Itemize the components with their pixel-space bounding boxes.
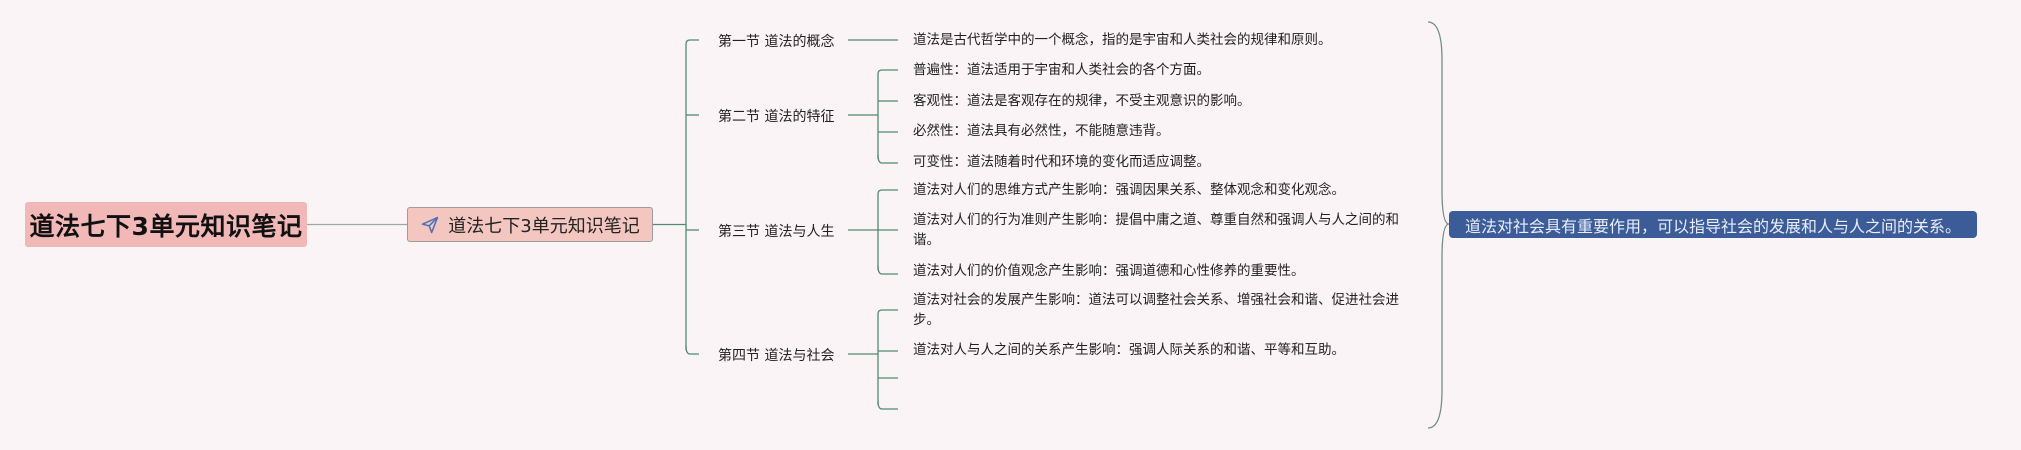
summary-topic[interactable]: 道法对社会具有重要作用，可以指导社会的发展和人与人之间的关系。 [1449, 211, 1977, 238]
list-item[interactable]: 道法对人与人之间的关系产生影响：强调人际关系的和谐、平等和互助。 [913, 342, 1345, 358]
section-4[interactable]: 第四节 道法与社会 [718, 345, 834, 365]
subroot-topic-label: 道法七下3单元知识笔记 [448, 215, 640, 237]
list-item[interactable]: 普遍性：道法适用于宇宙和人类社会的各个方面。 [913, 62, 1210, 78]
list-item[interactable]: 必然性：道法具有必然性，不能随意违背。 [913, 123, 1170, 139]
subroot-topic[interactable]: 道法七下3单元知识笔记 [407, 207, 653, 242]
list-item[interactable]: 可变性：道法随着时代和环境的变化而适应调整。 [913, 154, 1210, 170]
section-label: 第三节 道法与人生 [718, 224, 835, 240]
section-3[interactable]: 第三节 道法与人生 [718, 221, 834, 241]
list-item[interactable]: 道法对人们的思维方式产生影响：强调因果关系、整体观念和变化观念。 [913, 182, 1345, 198]
section-label: 第一节 道法的概念 [718, 34, 835, 50]
list-item[interactable]: 客观性：道法是客观存在的规律，不受主观意识的影响。 [913, 93, 1251, 109]
summary-label: 道法对社会具有重要作用，可以指导社会的发展和人与人之间的关系。 [1464, 216, 1961, 236]
section-1[interactable]: 第一节 道法的概念 [718, 31, 834, 51]
paper-plane-icon [422, 216, 439, 233]
list-item[interactable]: 道法对人们的行为准则产生影响：提倡中庸之道、尊重自然和强调人与人之间的和谐。 [913, 212, 1399, 248]
root-topic-label: 道法七下3单元知识笔记 [29, 211, 303, 241]
list-item[interactable]: 道法是古代哲学中的一个概念，指的是宇宙和人类社会的规律和原则。 [913, 32, 1332, 48]
root-topic[interactable]: 道法七下3单元知识笔记 [25, 202, 307, 247]
list-item[interactable]: 道法对人们的价值观念产生影响：强调道德和心性修养的重要性。 [913, 263, 1305, 279]
section-label: 第四节 道法与社会 [718, 348, 835, 364]
section-label: 第二节 道法的特征 [718, 109, 835, 125]
list-item[interactable]: 道法对社会的发展产生影响：道法可以调整社会关系、增强社会和谐、促进社会进步。 [913, 292, 1399, 328]
section-2[interactable]: 第二节 道法的特征 [718, 106, 834, 126]
